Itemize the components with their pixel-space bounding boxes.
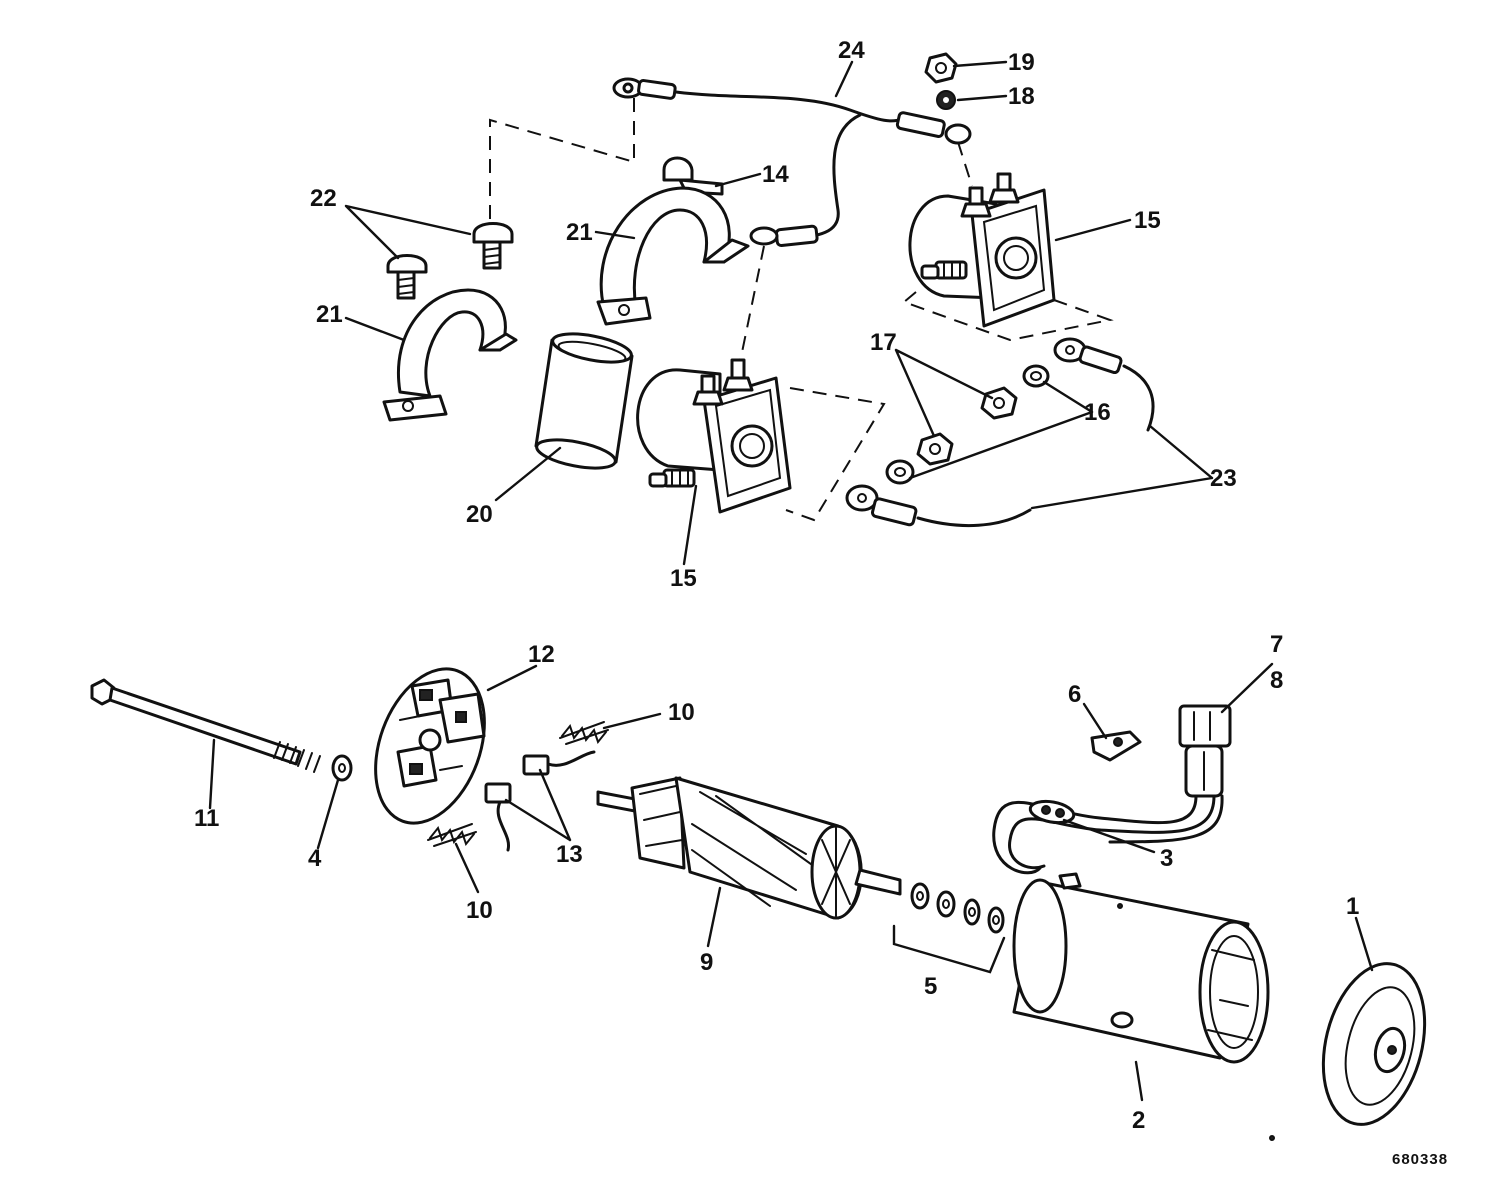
part-23-cable-b: [845, 484, 1032, 527]
callout-11: 11: [194, 805, 219, 832]
callout-23: 23: [1210, 465, 1237, 492]
callout-18: 18: [1008, 83, 1035, 110]
part-4-washer: [331, 754, 353, 782]
dash-24-to-22: [489, 98, 635, 224]
part-22-screw-b: [472, 222, 514, 270]
part-6-clip: [1090, 730, 1142, 762]
part-16-washer-b: [885, 459, 915, 485]
figure-code: 680338: [1392, 1151, 1448, 1168]
callout-22: 22: [310, 185, 337, 212]
callout-10-lower: 10: [466, 897, 493, 924]
callout-21-upper: 21: [566, 219, 593, 246]
part-2-frame: [1012, 872, 1270, 1064]
dash-24-to-15b: [739, 245, 765, 363]
callout-12: 12: [528, 641, 555, 668]
callout-15-lower: 15: [670, 565, 697, 592]
part-5-washers: [910, 882, 1005, 934]
callout-3: 3: [1160, 845, 1173, 872]
callout-16: 16: [1084, 399, 1111, 426]
part-23-cable-a: [1053, 337, 1155, 432]
part-24-cable: [612, 77, 972, 248]
callout-4: 4: [308, 845, 322, 872]
bracket-5: [892, 924, 1006, 974]
part-21-strap-upper: [596, 186, 750, 326]
part-17-nut-a: [980, 386, 1018, 420]
dash-15a-outline: [902, 291, 1114, 342]
callout-14: 14: [762, 161, 789, 188]
part-7-8-connector: [1178, 704, 1232, 798]
part-12-brush-plate: [374, 667, 486, 825]
part-15-solenoid-lower: [636, 358, 792, 514]
callout-24: 24: [838, 37, 865, 64]
part-21-strap-lower: [382, 288, 518, 422]
part-13-brush-b: [484, 782, 512, 852]
callout-21-lower: 21: [316, 301, 343, 328]
part-16-washer-a: [1022, 364, 1050, 388]
part-18-lockwasher: [936, 90, 956, 110]
part-3-harness: [992, 794, 1224, 875]
part-15-solenoid-upper: [908, 172, 1056, 328]
part-19-nut: [924, 52, 958, 84]
part-9-armature: [596, 776, 902, 920]
callout-17: 17: [870, 329, 897, 356]
callout-9: 9: [700, 949, 713, 976]
callout-8: 8: [1270, 667, 1283, 694]
part-10-spring-lower: [427, 823, 477, 847]
dash-15b-outline: [785, 387, 886, 522]
callout-19: 19: [1008, 49, 1035, 76]
part-20-sleeve: [534, 332, 634, 470]
part-22-screw-a: [386, 254, 428, 300]
callout-15-upper: 15: [1134, 207, 1161, 234]
callout-7: 7: [1270, 631, 1283, 658]
callout-20: 20: [466, 501, 493, 528]
part-17-nut-b: [916, 432, 954, 466]
callout-2: 2: [1132, 1107, 1145, 1134]
part-10-spring-upper: [559, 721, 609, 745]
part-13-brush-a: [522, 750, 596, 776]
part-11-through-bolt: [90, 678, 321, 773]
callout-1: 1: [1346, 893, 1359, 920]
callout-13: 13: [556, 841, 583, 868]
callout-10-upper: 10: [668, 699, 695, 726]
dash-24-to-15a: [957, 141, 973, 187]
callout-6: 6: [1068, 681, 1081, 708]
part-1-end-cap: [1321, 962, 1427, 1126]
callout-5: 5: [924, 973, 937, 1000]
